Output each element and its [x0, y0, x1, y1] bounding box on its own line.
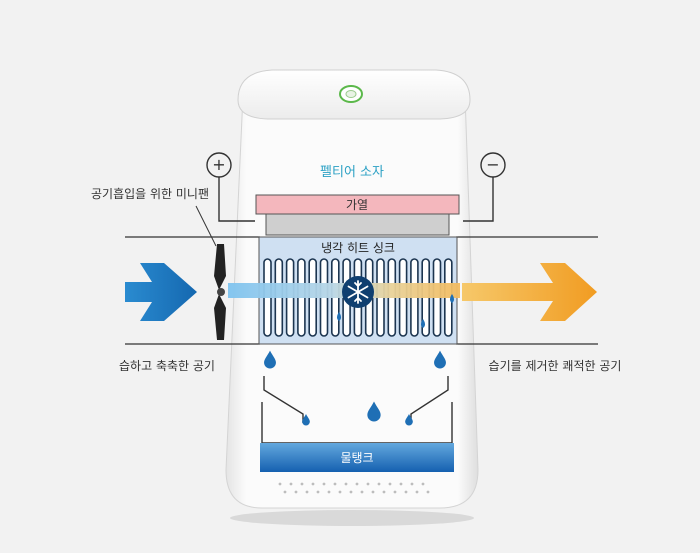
bottom-vent-holes	[278, 482, 430, 494]
water-drop-icon	[450, 294, 454, 303]
snowflake-icon	[342, 276, 374, 308]
vent-hole	[300, 482, 304, 486]
vent-hole	[415, 490, 419, 494]
cold-plate	[265, 213, 450, 236]
water-drop-icon	[302, 413, 310, 426]
vent-hole	[305, 490, 309, 494]
power-button-icon[interactable]	[339, 85, 363, 103]
humid-air-arrow	[125, 263, 197, 321]
vent-hole	[289, 482, 293, 486]
plus-sign: +	[212, 155, 225, 174]
vent-hole	[421, 482, 425, 486]
peltier-label: 펠티어 소자	[320, 165, 384, 180]
fan-blade-icon	[214, 244, 226, 340]
water-drop-icon	[421, 319, 425, 328]
vent-hole	[338, 490, 342, 494]
minus-terminal-icon: −	[480, 152, 506, 178]
vent-hole	[426, 490, 430, 494]
vent-hole	[349, 490, 353, 494]
vent-hole	[322, 482, 326, 486]
plus-terminal-icon: +	[206, 152, 232, 178]
vent-hole	[294, 490, 298, 494]
water-tank-label: 물탱크	[340, 451, 373, 465]
water-tank	[260, 443, 454, 472]
vent-hole	[404, 490, 408, 494]
vent-hole	[382, 490, 386, 494]
vent-hole	[344, 482, 348, 486]
vent-hole	[410, 482, 414, 486]
humid-air-label: 습하고 축축한 공기	[119, 359, 215, 373]
water-drop-icon	[337, 312, 341, 321]
water-drop-icon	[264, 350, 276, 369]
dry-air-arrow	[462, 263, 597, 321]
heatsink-label: 냉각 히트 싱크	[321, 241, 395, 255]
water-drop-icon	[367, 401, 381, 422]
vent-hole	[399, 482, 403, 486]
dry-air-label: 습기를 제거한 쾌적한 공기	[489, 359, 622, 373]
heat-label: 가열	[346, 198, 368, 212]
vent-hole	[388, 482, 392, 486]
heat-sink-fins-front	[337, 294, 454, 328]
vent-hole	[283, 490, 287, 494]
vent-hole	[371, 490, 375, 494]
vent-hole	[360, 490, 364, 494]
floor-shadow	[230, 510, 474, 526]
power-wires	[218, 177, 494, 222]
vent-hole	[316, 490, 320, 494]
water-drop-icon	[434, 350, 446, 369]
minifan-label: 공기흡입을 위한 미니팬	[91, 187, 209, 201]
vent-hole	[366, 482, 370, 486]
minifan-leader-line	[195, 205, 217, 247]
vent-hole	[278, 482, 282, 486]
vent-hole	[333, 482, 337, 486]
vent-hole	[393, 490, 397, 494]
vent-hole	[355, 482, 359, 486]
vent-hole	[377, 482, 381, 486]
vent-hole	[311, 482, 315, 486]
water-drops	[264, 350, 446, 426]
minus-sign: −	[486, 155, 499, 174]
vent-hole	[327, 490, 331, 494]
water-drop-icon	[405, 413, 413, 426]
air-duct-lines	[125, 236, 598, 345]
